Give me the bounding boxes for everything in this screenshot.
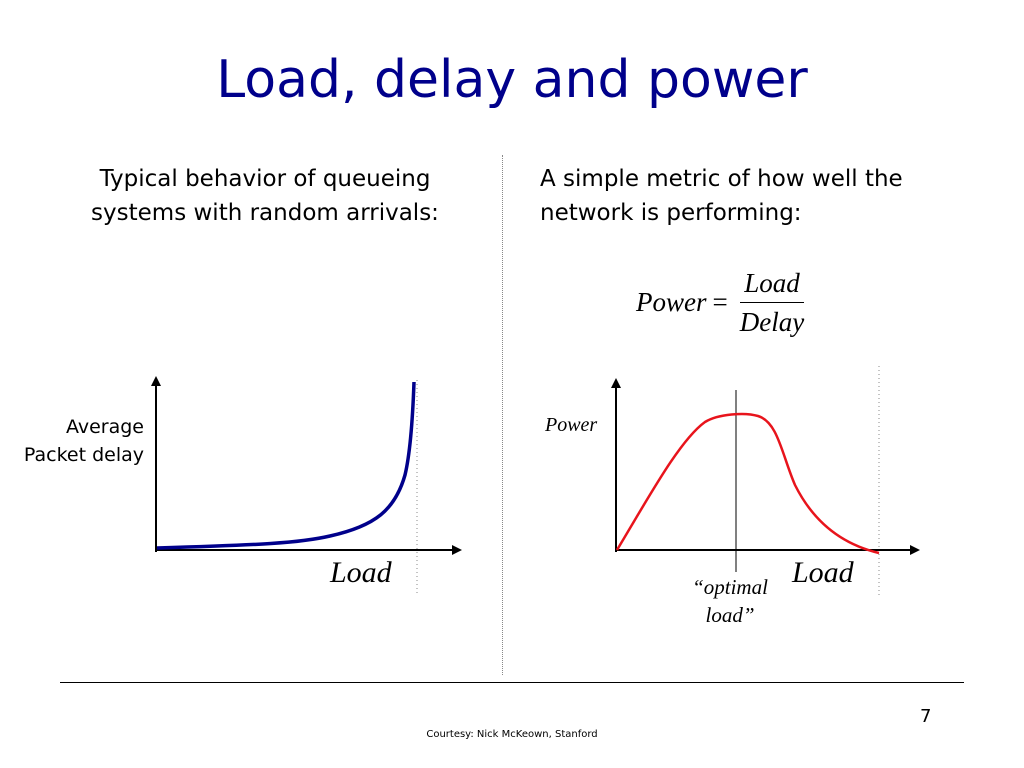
formula-equals: = (712, 286, 728, 317)
right-y-axis-label: Power (545, 414, 598, 436)
left-description: Typical behavior of queueing systems wit… (40, 162, 490, 230)
column-divider (502, 155, 503, 675)
courtesy-note: Courtesy: Nick McKeown, Stanford (426, 729, 598, 740)
power-formula: Power = Load Delay (636, 262, 808, 342)
page-number: 7 (920, 706, 932, 727)
slide-title: Load, delay and power (216, 50, 808, 110)
power-curve (615, 412, 880, 555)
left-y-axis-label: Average Packet delay (0, 413, 144, 469)
left-description-line1: Typical behavior of queueing (99, 166, 431, 192)
left-y-axis-label-line1: Average (65, 416, 144, 438)
delay-curve (156, 381, 416, 550)
footer-rule (60, 682, 964, 683)
formula-denominator: Delay (739, 306, 805, 337)
right-x-axis-label: Load (792, 556, 854, 589)
left-y-axis-label-line2: Packet delay (23, 444, 144, 466)
right-description-line1: A simple metric of how well the (540, 166, 903, 192)
formula-fraction: Load Delay (736, 267, 808, 338)
left-x-axis-label: Load (330, 556, 392, 589)
optimal-load-annotation-line2: load” (705, 603, 755, 627)
optimal-load-annotation-line1: “optimal (692, 575, 768, 599)
left-description-line2: systems with random arrivals: (91, 200, 439, 226)
right-description: A simple metric of how well the network … (540, 162, 980, 230)
formula-numerator: Load (740, 267, 804, 303)
optimal-load-annotation: “optimal load” (680, 573, 780, 629)
formula-lhs: Power (636, 286, 707, 317)
right-description-line2: network is performing: (540, 200, 802, 226)
